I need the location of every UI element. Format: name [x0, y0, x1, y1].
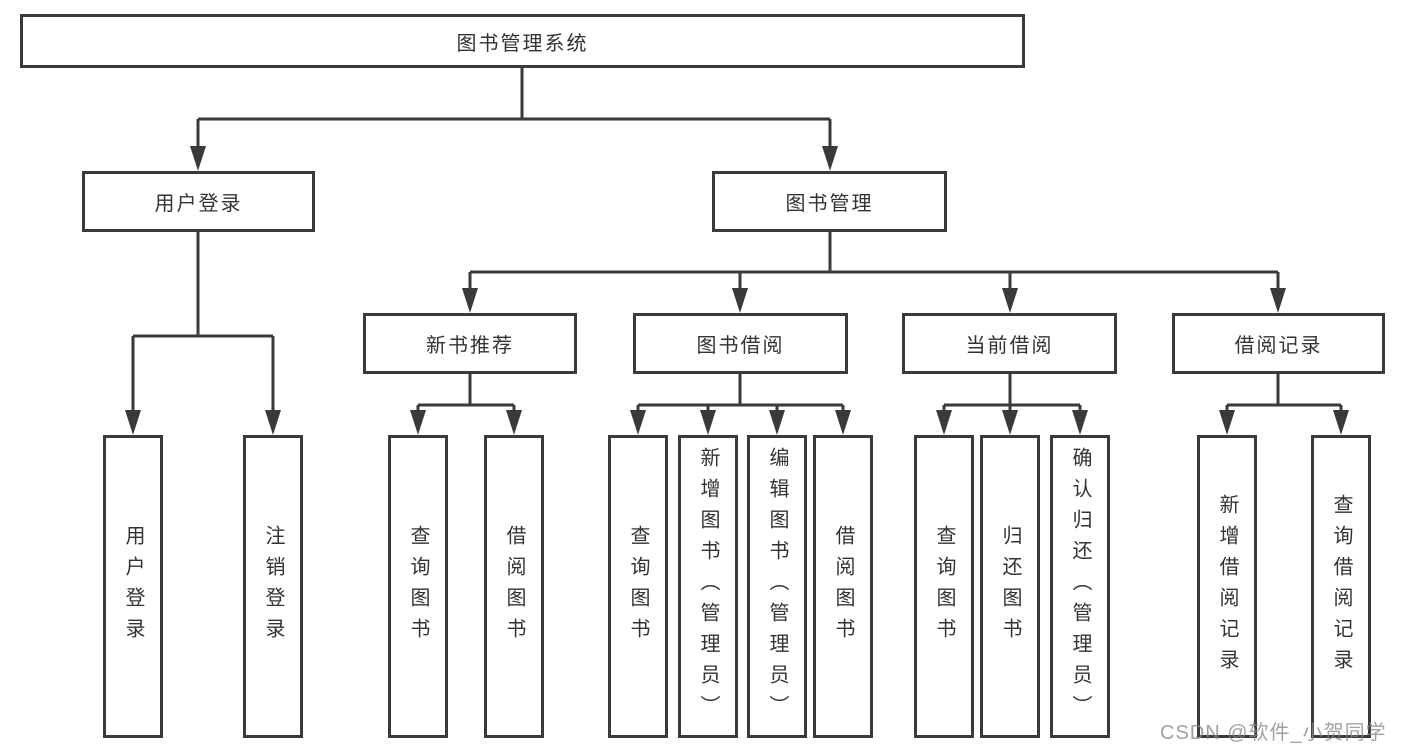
leaf-edit-books-admin: 编辑图书（管理员） — [747, 435, 807, 738]
leaf-borrowing-borrow-books-label: 借阅图书 — [832, 524, 854, 649]
leaf-current-query-books: 查询图书 — [914, 435, 974, 738]
leaf-borrowing-query-books: 查询图书 — [608, 435, 668, 738]
leaf-borrowing-query-books-label: 查询图书 — [627, 524, 649, 649]
leaf-query-borrow-record: 查询借阅记录 — [1311, 435, 1371, 738]
csdn-watermark: CSDN @软件_小贺同学 — [1160, 722, 1387, 744]
leaf-add-borrow-record: 新增借阅记录 — [1197, 435, 1257, 738]
leaf-confirm-return-admin: 确认归还（管理员） — [1050, 435, 1110, 738]
node-root-label: 图书管理系统 — [456, 32, 589, 55]
leaf-edit-books-admin-label: 编辑图书（管理员） — [766, 447, 788, 726]
leaf-add-books-admin-label: 新增图书（管理员） — [697, 447, 719, 726]
leaf-recommend-borrow-books: 借阅图书 — [484, 435, 544, 738]
leaf-logout-label: 注销登录 — [262, 524, 284, 649]
node-root: 图书管理系统 — [20, 14, 1025, 68]
node-new-book-recommend: 新书推荐 — [363, 313, 577, 374]
leaf-borrowing-borrow-books: 借阅图书 — [813, 435, 873, 738]
leaf-recommend-query-books: 查询图书 — [388, 435, 448, 738]
node-current-borrowing-label: 当前借阅 — [965, 335, 1054, 357]
node-book-borrowing-label: 图书借阅 — [696, 335, 785, 357]
leaf-return-books: 归还图书 — [980, 435, 1040, 738]
leaf-add-borrow-record-label: 新增借阅记录 — [1216, 493, 1238, 680]
node-new-book-recommend-label: 新书推荐 — [426, 335, 514, 357]
leaf-confirm-return-admin-label: 确认归还（管理员） — [1069, 447, 1091, 726]
leaf-user-login-label: 用户登录 — [122, 524, 144, 649]
arrowheads — [125, 146, 1349, 435]
node-user-login: 用户登录 — [82, 171, 315, 232]
leaf-user-login: 用户登录 — [103, 435, 163, 738]
node-current-borrowing: 当前借阅 — [902, 313, 1117, 374]
node-book-borrowing: 图书借阅 — [633, 313, 848, 374]
node-borrowing-records: 借阅记录 — [1172, 313, 1385, 374]
leaf-add-books-admin: 新增图书（管理员） — [678, 435, 738, 738]
node-user-login-label: 用户登录 — [154, 193, 243, 215]
leaf-current-query-books-label: 查询图书 — [933, 524, 955, 649]
node-borrowing-records-label: 借阅记录 — [1234, 335, 1323, 357]
leaf-logout: 注销登录 — [243, 435, 303, 738]
node-book-management-label: 图书管理 — [785, 193, 874, 215]
leaf-return-books-label: 归还图书 — [999, 524, 1021, 649]
node-book-management: 图书管理 — [712, 171, 947, 232]
leaf-recommend-borrow-books-label: 借阅图书 — [503, 524, 525, 649]
leaf-recommend-query-books-label: 查询图书 — [407, 524, 429, 649]
leaf-query-borrow-record-label: 查询借阅记录 — [1330, 493, 1352, 680]
